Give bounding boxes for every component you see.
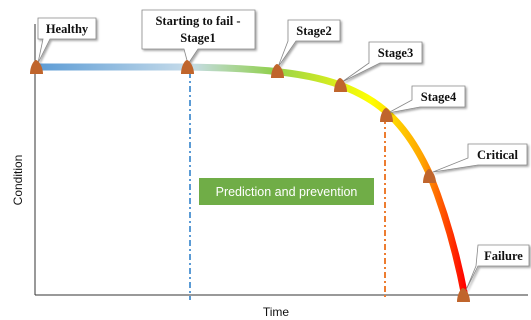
marker-failure — [457, 288, 470, 302]
callout-stage2-label: Stage2 — [296, 24, 331, 38]
callout-stage3-label: Stage3 — [378, 46, 413, 60]
marker-critical — [423, 169, 436, 183]
y-axis-label: Condition — [11, 155, 25, 206]
condition-curve — [31, 63, 469, 301]
callout-stage1-label-line1: Starting to fail - — [155, 14, 240, 28]
marker-stage4 — [380, 108, 393, 122]
callout-stage3 — [341, 41, 423, 83]
prediction-band-label: Prediction and prevention — [216, 185, 358, 199]
marker-healthy — [30, 60, 43, 74]
callout-stage1 — [141, 9, 256, 65]
callout-failure — [465, 244, 530, 291]
callout-failure-label: Failure — [484, 249, 523, 263]
callout-healthy-label: Healthy — [46, 22, 89, 36]
prediction-band — [199, 178, 374, 205]
callout-stage4-label: Stage4 — [421, 90, 457, 104]
x-axis-label: Time — [263, 305, 290, 319]
callout-critical — [432, 143, 528, 173]
callout-healthy — [37, 17, 97, 64]
marker-stage1 — [181, 60, 194, 74]
callout-stage2 — [277, 19, 341, 68]
marker-stage2 — [271, 64, 284, 78]
callout-stage4 — [387, 85, 466, 114]
marker-stage3 — [334, 78, 347, 92]
callout-stage1-label-line2: Stage1 — [180, 31, 215, 45]
stage-markers — [30, 60, 470, 302]
callout-critical-label: Critical — [477, 148, 518, 162]
